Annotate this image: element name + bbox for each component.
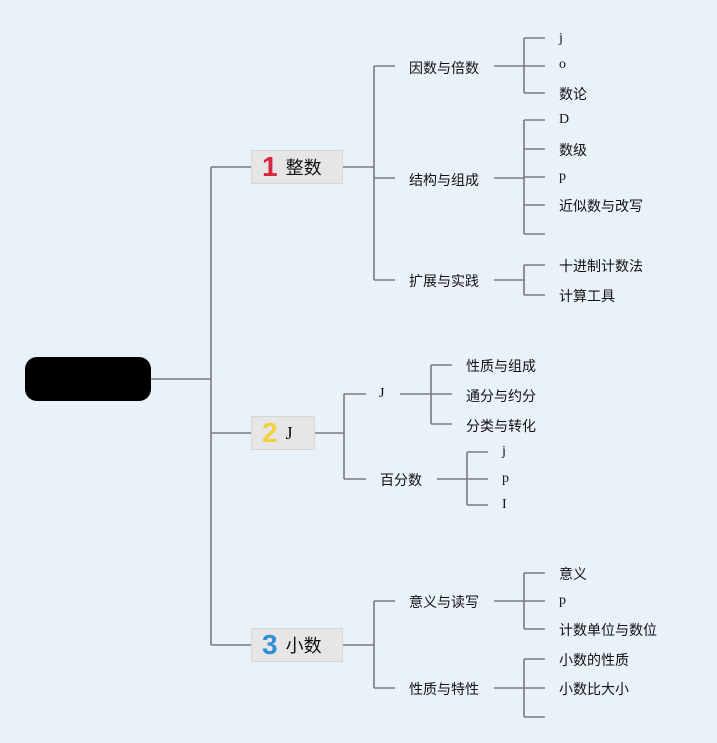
leaf-3-2-2[interactable]: 小数比大小 xyxy=(559,682,629,698)
leaf-1-3-1[interactable]: 十进制计数法 xyxy=(559,259,643,275)
leaf-2-1-3[interactable]: 分类与转化 xyxy=(466,419,536,435)
topic-2-1[interactable]: J xyxy=(379,386,385,401)
topic-percent[interactable]: 百分数 xyxy=(380,473,422,489)
branch-2-label: J xyxy=(285,422,293,443)
branch-3-label: 小数 xyxy=(285,636,322,657)
leaf-1-2-4[interactable]: 近似数与改写 xyxy=(559,199,643,215)
leaf-2-2-2[interactable]: p xyxy=(502,471,509,486)
leaf-2-1-1[interactable]: 性质与组成 xyxy=(466,359,536,375)
leaf-1-2-1[interactable]: D xyxy=(559,112,570,127)
leaf-1-3-2[interactable]: 计算工具 xyxy=(559,289,615,305)
leaf-1-1-1[interactable]: j xyxy=(559,31,563,46)
leaf-3-1-3[interactable]: 计数单位与数位 xyxy=(559,623,657,639)
topic-structure-composition[interactable]: 结构与组成 xyxy=(409,173,479,189)
leaf-2-1-2[interactable]: 通分与约分 xyxy=(466,389,536,405)
branch-2-number: 2 xyxy=(262,417,278,448)
branch-3-number: 3 xyxy=(262,629,278,660)
branch-1-label: 整数 xyxy=(285,158,322,179)
topic-factors-multiples[interactable]: 因数与倍数 xyxy=(409,61,479,77)
branch-2-node[interactable]: 2 J xyxy=(251,416,315,450)
leaf-1-1-3[interactable]: 数论 xyxy=(559,87,587,103)
branch-1-node[interactable]: 1 整数 xyxy=(251,150,343,184)
branch-3-node[interactable]: 3 小数 xyxy=(251,628,343,662)
leaf-1-2-3[interactable]: p xyxy=(559,169,566,184)
topic-properties[interactable]: 性质与特性 xyxy=(409,682,479,698)
leaf-2-2-1[interactable]: j xyxy=(502,444,506,459)
root-node[interactable] xyxy=(25,357,151,401)
leaf-2-2-3[interactable]: I xyxy=(502,497,507,512)
leaf-3-2-1[interactable]: 小数的性质 xyxy=(559,653,629,669)
leaf-1-2-2[interactable]: 数级 xyxy=(559,143,587,159)
branch-1-number: 1 xyxy=(262,151,278,182)
leaf-1-1-2[interactable]: o xyxy=(559,57,566,72)
leaf-3-1-2[interactable]: p xyxy=(559,593,566,608)
leaf-3-1-1[interactable]: 意义 xyxy=(559,567,587,583)
topic-meaning-reading[interactable]: 意义与读写 xyxy=(409,595,479,611)
topic-extension-practice[interactable]: 扩展与实践 xyxy=(409,274,479,290)
